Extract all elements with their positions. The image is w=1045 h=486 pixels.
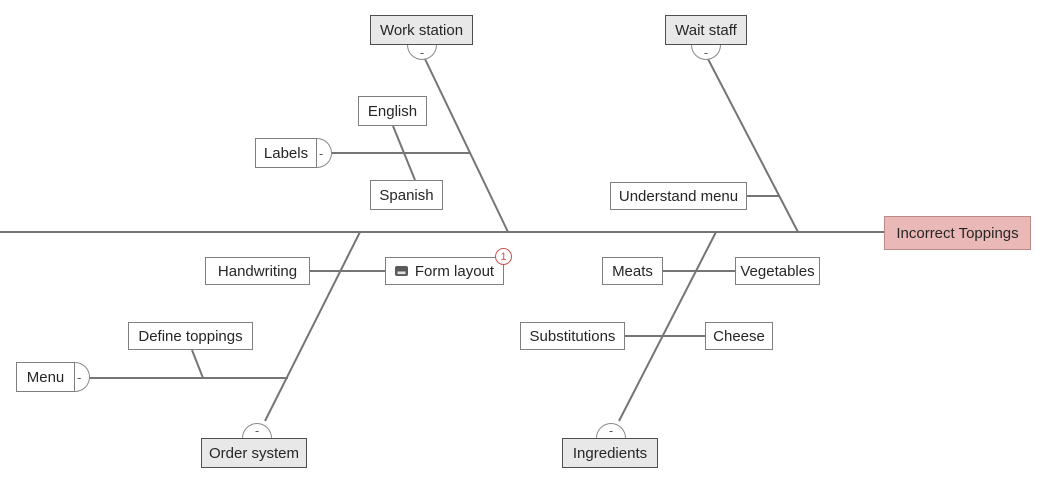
category-box-wait-staff[interactable]: Wait staff [665, 15, 747, 45]
effect-box[interactable]: Incorrect Toppings [884, 216, 1031, 250]
minus-icon: - [77, 369, 82, 385]
cause-label: Handwriting [217, 262, 298, 280]
cause-label: Understand menu [618, 187, 739, 205]
category-label: Ingredients [572, 444, 648, 462]
cause-label: Substitutions [529, 327, 616, 345]
conn-spanish[interactable] [403, 152, 416, 181]
category-label: Work station [379, 21, 464, 39]
cause-box-cheese[interactable]: Cheese [705, 322, 773, 350]
conn-define-toppings[interactable] [191, 349, 204, 379]
cause-box-spanish[interactable]: Spanish [370, 180, 443, 210]
cause-label: Meats [612, 262, 653, 280]
cause-box-define-toppings[interactable]: Define toppings [128, 322, 253, 350]
category-box-ingredients[interactable]: Ingredients [562, 438, 658, 468]
bone-wait-staff[interactable] [707, 58, 799, 233]
minus-icon: - [254, 423, 260, 438]
category-box-work-station[interactable]: Work station [370, 15, 473, 45]
comment-icon [394, 265, 408, 277]
cause-label: Cheese [713, 327, 765, 345]
cause-box-labels[interactable]: Labels [255, 138, 317, 168]
cause-box-handwriting[interactable]: Handwriting [205, 257, 310, 285]
minus-icon: - [319, 145, 324, 161]
cause-box-menu[interactable]: Menu [16, 362, 75, 392]
cause-box-substitutions[interactable]: Substitutions [520, 322, 625, 350]
cause-label: Spanish [379, 186, 434, 204]
bone-ingredients[interactable] [618, 231, 717, 422]
minus-icon: - [703, 45, 709, 60]
cause-label: Form layout [414, 262, 495, 280]
effect-label: Incorrect Toppings [896, 224, 1019, 242]
category-label: Wait staff [675, 21, 737, 39]
cause-label: English [367, 102, 418, 120]
category-box-order-system[interactable]: Order system [201, 438, 307, 468]
category-label: Order system [208, 444, 299, 462]
cause-label: Vegetables [740, 262, 815, 280]
bone-order-system[interactable] [264, 231, 361, 422]
cause-label: Menu [26, 368, 65, 386]
cause-box-english[interactable]: English [358, 96, 427, 126]
cause-label: Define toppings [138, 327, 243, 345]
bone-work-station[interactable] [424, 58, 509, 233]
cause-label: Labels [263, 144, 309, 162]
cause-box-form-layout[interactable]: Form layout 1 [385, 248, 512, 285]
cause-box-vegetables[interactable]: Vegetables [735, 257, 820, 285]
cause-box-meats[interactable]: Meats [602, 257, 663, 285]
issue-count-badge[interactable]: 1 [495, 248, 512, 265]
minus-icon: - [419, 45, 425, 60]
conn-english[interactable] [392, 125, 405, 154]
minus-icon: - [608, 423, 614, 438]
cause-box-understand-menu[interactable]: Understand menu [610, 182, 747, 210]
